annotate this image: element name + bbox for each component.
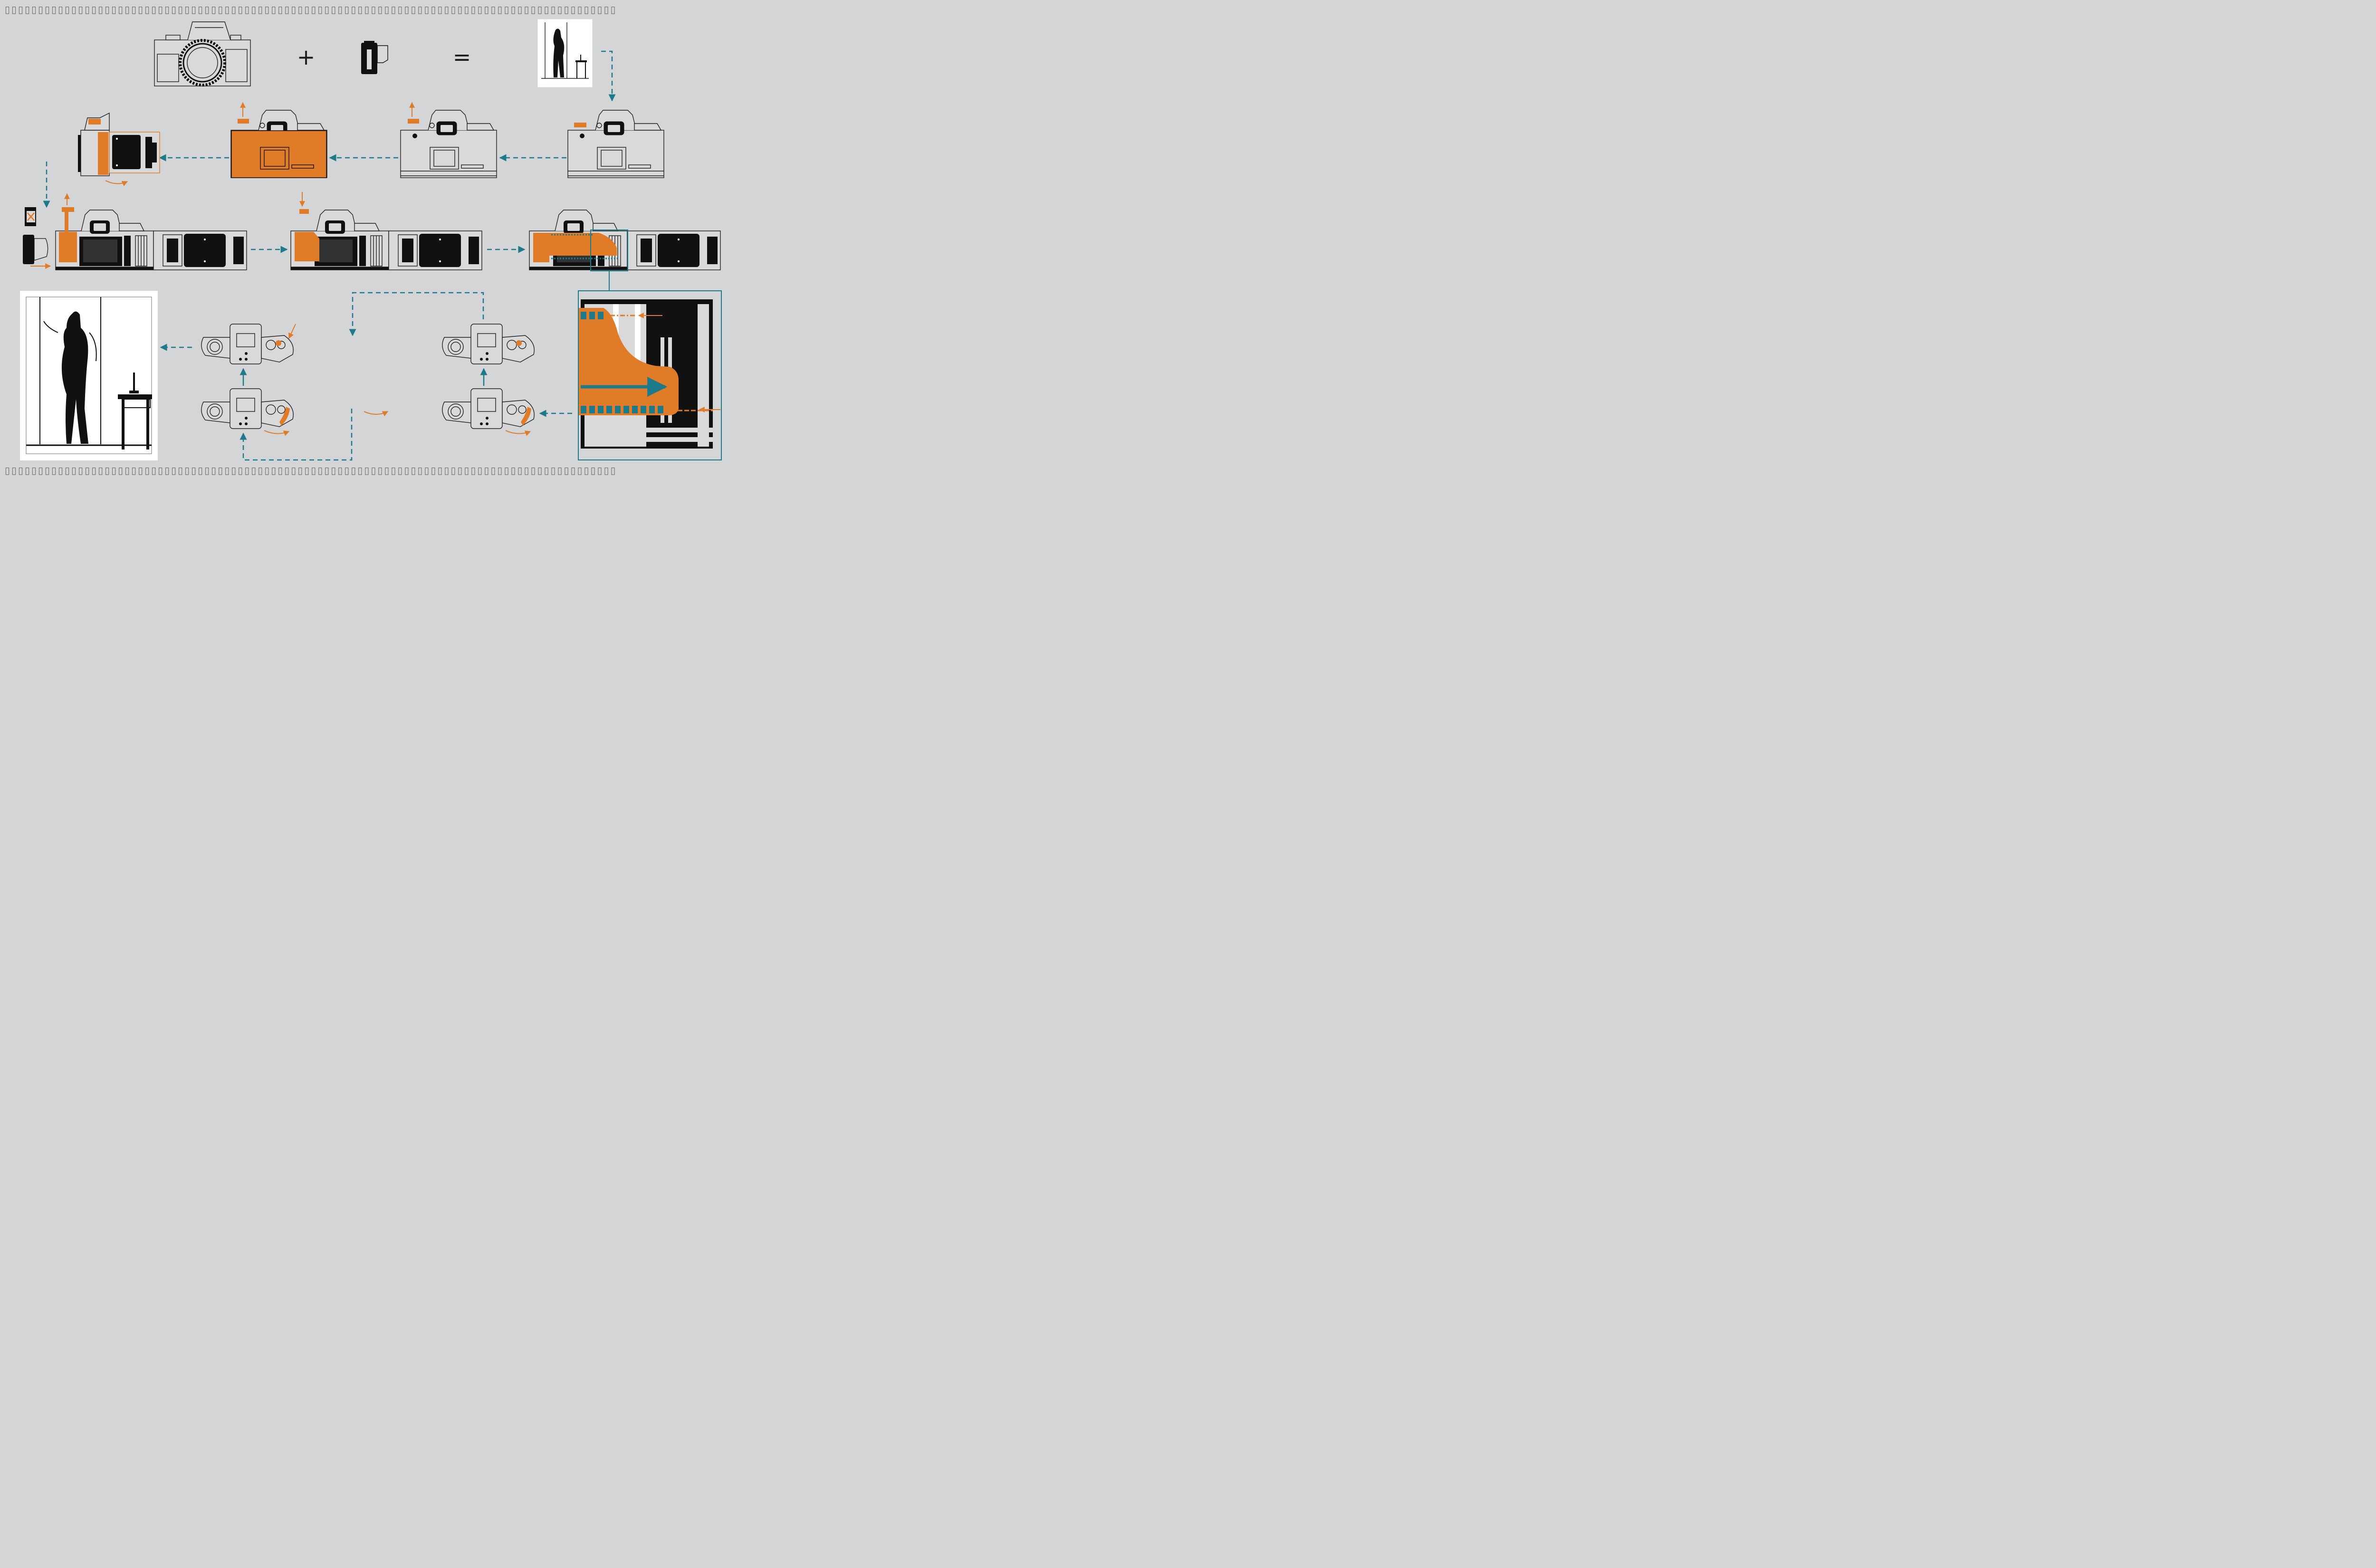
film-canister-icon — [361, 41, 388, 74]
plus-sign: + — [297, 44, 316, 70]
bottom-border-band: ▯▯▯▯▯▯▯▯▯▯▯▯▯▯▯▯▯▯▯▯▯▯▯▯▯▯▯▯▯▯▯▯▯▯▯▯▯▯▯▯… — [5, 465, 617, 476]
camera-open-step-5 — [55, 193, 247, 270]
flow-arrow — [349, 292, 484, 336]
photo-print-small — [537, 19, 593, 87]
film-canister-insert — [23, 235, 51, 269]
camera-side-open-step-4 — [77, 113, 160, 186]
equals-sign: = — [453, 44, 471, 70]
film-loading-diagram: + = — [20, 19, 722, 461]
rewind-knob-lift — [408, 119, 419, 124]
camera-top-step-8 — [442, 388, 535, 436]
camera-top-step-12 — [201, 324, 296, 364]
camera-top-step-9 — [442, 324, 535, 364]
camera-open-step-7 — [529, 210, 721, 271]
flow-arrow — [240, 409, 353, 461]
top-border-band: ▯▯▯▯▯▯▯▯▯▯▯▯▯▯▯▯▯▯▯▯▯▯▯▯▯▯▯▯▯▯▯▯▯▯▯▯▯▯▯▯… — [5, 4, 617, 15]
rewind-knob-highlight — [574, 123, 586, 127]
flow-arrow — [601, 50, 616, 102]
camera-top-step-11 — [201, 388, 294, 436]
camera-back-step-3 — [230, 102, 327, 178]
camera-side-close-step-10 — [364, 411, 389, 417]
camera-open-step-6 — [290, 192, 482, 270]
slr-camera-icon — [154, 22, 250, 86]
film-canister-crossed — [25, 207, 36, 226]
zoom-detail-panel — [578, 290, 722, 460]
camera-back-step-1 — [567, 110, 664, 178]
photo-print-large — [20, 291, 158, 460]
